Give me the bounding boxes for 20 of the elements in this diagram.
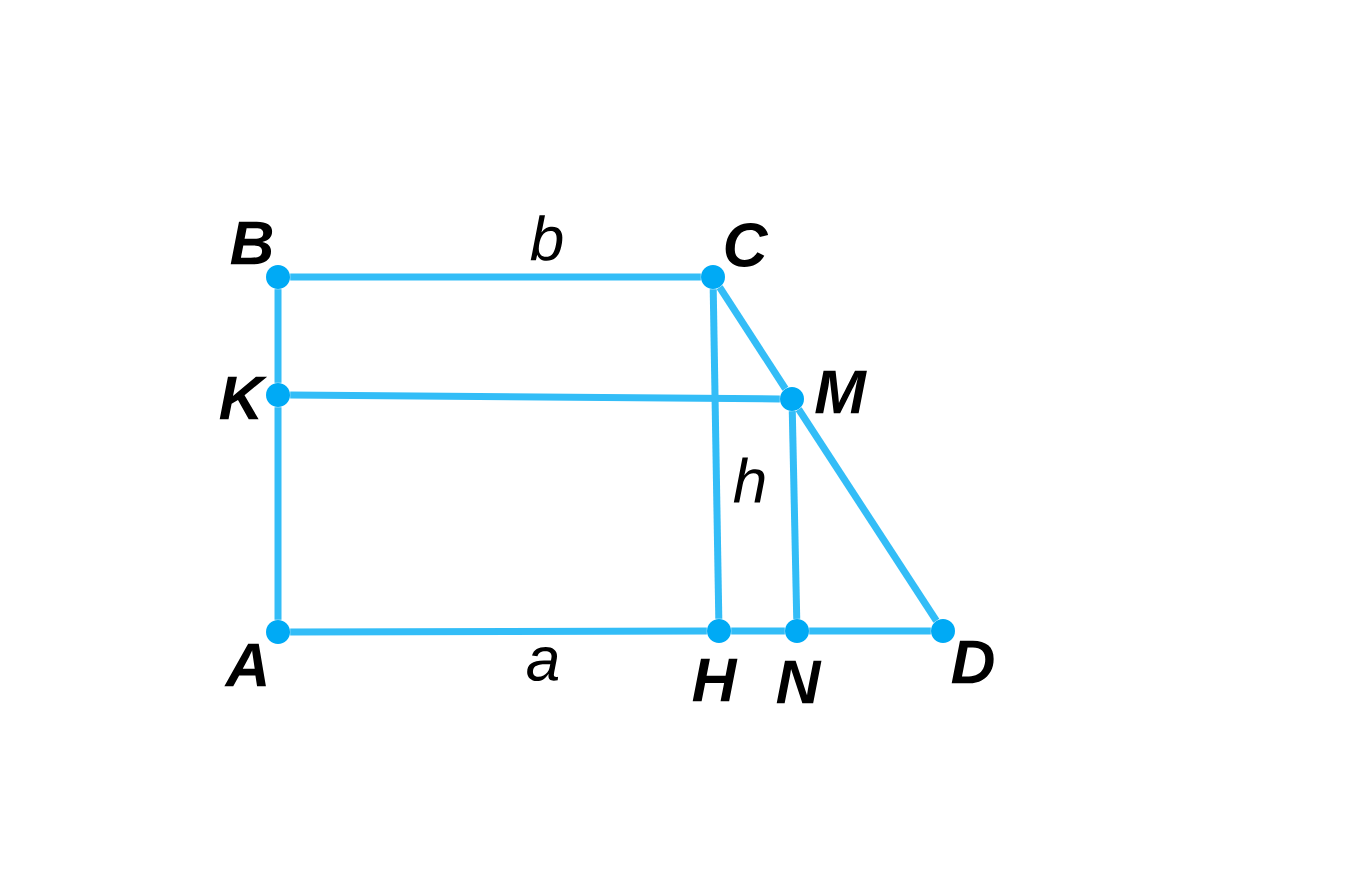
point xyxy=(785,619,809,643)
point-label: H xyxy=(692,658,738,702)
point-label: K xyxy=(219,376,268,420)
point xyxy=(707,619,731,643)
segment-label: b xyxy=(530,215,563,261)
point-label: C xyxy=(725,223,769,267)
point-label: N xyxy=(776,660,822,704)
point xyxy=(266,620,290,644)
line-segment xyxy=(716,285,789,391)
segment-label: h xyxy=(733,457,765,503)
point xyxy=(780,387,804,411)
point xyxy=(701,265,725,289)
segment-label: a xyxy=(527,647,559,681)
point-label: D xyxy=(951,640,994,684)
point xyxy=(266,265,290,289)
point-label: B xyxy=(230,221,273,265)
point-label: A xyxy=(224,643,266,687)
point xyxy=(266,383,290,407)
line-segment xyxy=(795,407,940,623)
point-label: M xyxy=(815,370,867,414)
